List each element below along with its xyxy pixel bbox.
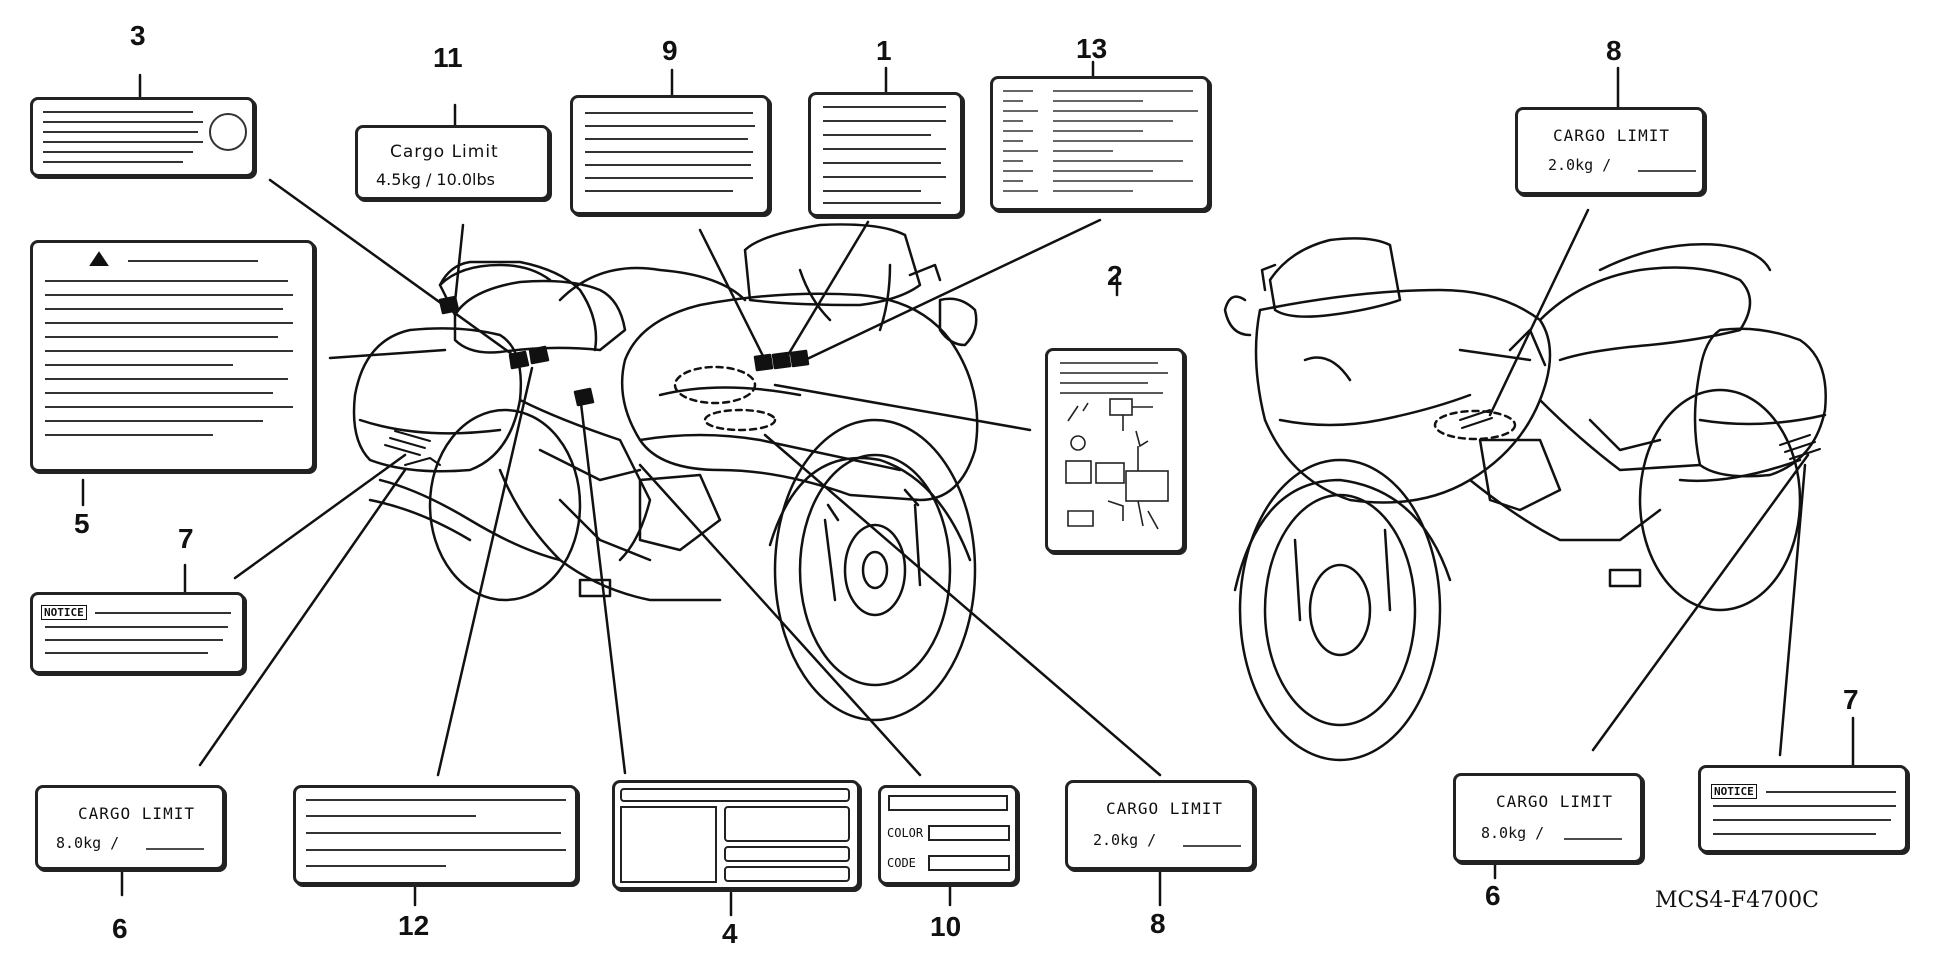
label-8-cargo-limit-top: CARGO LIMIT 2.0kg / (1515, 107, 1705, 195)
callout-3: 3 (130, 20, 146, 51)
callout-7-left: 7 (178, 523, 194, 554)
label-11-cargo-limit: Cargo Limit 4.5kg / 10.0lbs (355, 125, 550, 200)
text-lines-icon (45, 612, 231, 654)
cargo-limit-value: 8.0kg / (1481, 824, 1545, 842)
label-7-notice-right: NOTICE (1698, 765, 1908, 853)
text-lines-icon (43, 111, 247, 163)
label-2-wiring (1045, 348, 1185, 553)
cargo-limit-title: CARGO LIMIT (78, 804, 195, 823)
callout-12: 12 (398, 910, 430, 941)
blank-line-icon (1183, 845, 1241, 847)
callout-9: 9 (662, 35, 678, 66)
callout-1: 1 (876, 35, 892, 66)
text-lines-icon (1713, 791, 1896, 835)
cargo-limit-title: Cargo Limit (390, 142, 499, 162)
cargo-limit-value: 8.0kg / (56, 834, 120, 852)
callout-8-top: 8 (1606, 35, 1622, 66)
cargo-limit-title: CARGO LIMIT (1496, 792, 1613, 811)
blank-line-icon (146, 848, 204, 850)
leader-lines (81, 60, 1855, 917)
blank-line-icon (1564, 838, 1622, 840)
callout-4: 4 (722, 918, 738, 949)
text-lines-icon (823, 106, 946, 204)
cargo-limit-value: 2.0kg / (1548, 156, 1612, 174)
text-lines-icon (585, 112, 755, 192)
label-10-color-code: COLOR CODE (878, 785, 1018, 885)
label-7-notice-left: NOTICE (30, 592, 245, 674)
callout-5: 5 (74, 508, 90, 539)
notice-badge: NOTICE (1711, 784, 1757, 799)
notice-badge: NOTICE (41, 605, 87, 620)
callout-10: 10 (930, 911, 962, 942)
diagram-code: MCS4-F4700C (1655, 888, 1819, 913)
blank-line-icon (1638, 170, 1696, 172)
label-3-plate (30, 97, 255, 177)
frame-label-icon (620, 788, 850, 883)
cargo-limit-title: CARGO LIMIT (1553, 126, 1670, 145)
callout-8-bottom: 8 (1150, 908, 1166, 939)
label-6-cargo-limit-right: CARGO LIMIT 8.0kg / (1453, 773, 1643, 863)
color-code-fields-icon (888, 795, 1010, 871)
color-field-label: COLOR (887, 826, 924, 840)
callout-13: 13 (1076, 33, 1108, 64)
right-motorcycle (1223, 237, 1827, 762)
callout-11: 11 (433, 42, 463, 73)
label-4-plate (612, 780, 860, 890)
text-lines-icon (306, 799, 566, 867)
cargo-limit-value: 2.0kg / (1093, 831, 1157, 849)
warning-text-icon (45, 251, 293, 436)
cargo-limit-title: CARGO LIMIT (1106, 799, 1223, 818)
label-1-plate (808, 92, 963, 217)
wiring-diagram-icon (1060, 362, 1169, 530)
label-13-plate (990, 76, 1210, 211)
label-8-cargo-limit-bottom: CARGO LIMIT 2.0kg / (1065, 780, 1255, 870)
label-6-cargo-limit-left: CARGO LIMIT 8.0kg / (35, 785, 225, 870)
callout-6-right: 6 (1485, 880, 1501, 911)
text-lines-icon (1003, 90, 1198, 192)
callout-6-left: 6 (112, 913, 128, 944)
callout-2: 2 (1107, 260, 1123, 291)
label-5-warning (30, 240, 315, 472)
code-field-label: CODE (887, 856, 916, 870)
label-9-plate (570, 95, 770, 215)
callout-7-right: 7 (1843, 684, 1859, 715)
left-motorcycle (352, 223, 979, 722)
cargo-limit-value: 4.5kg / 10.0lbs (376, 170, 495, 189)
label-12-plate (293, 785, 578, 885)
